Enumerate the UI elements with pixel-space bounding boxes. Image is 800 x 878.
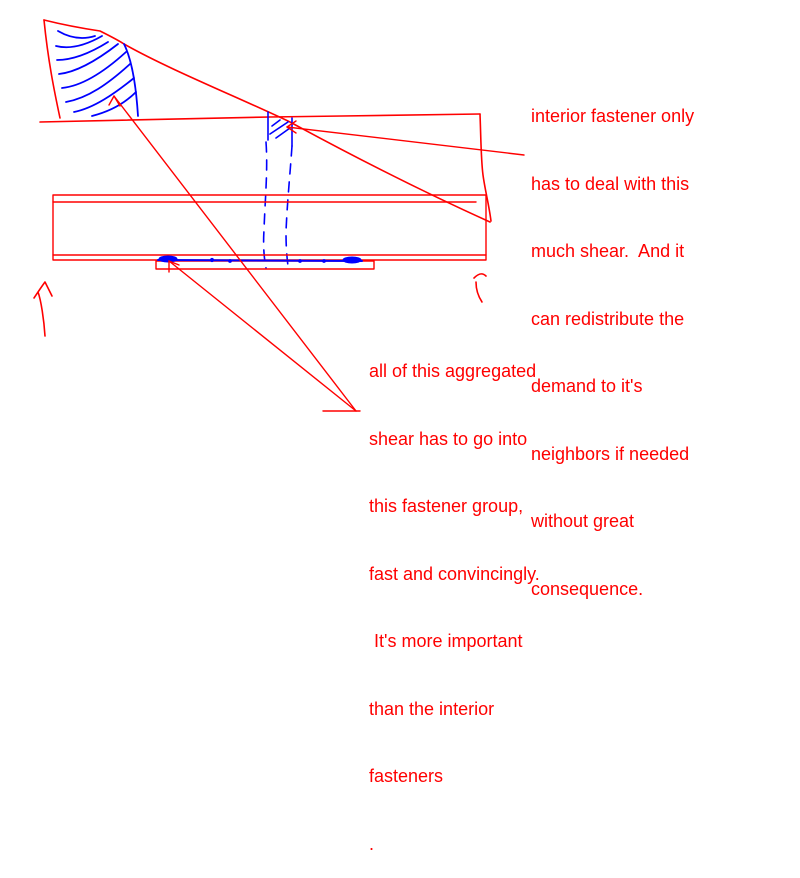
hatch-line [65, 63, 131, 103]
note-line: neighbors if needed [531, 443, 690, 464]
shear-diagram-top-edge [43, 19, 491, 223]
dashed-guide-left [262, 141, 268, 269]
leader-to-fastener-group-arrowhead [168, 260, 180, 273]
note-line: shear has to go into [369, 428, 528, 449]
hatch-boundary [123, 43, 139, 117]
fastener-dot [322, 259, 326, 263]
hatch-line [56, 41, 109, 61]
note-line: much shear. And it [531, 241, 685, 261]
slice-hatch [275, 127, 291, 139]
interior-shear-slice [262, 111, 293, 269]
note-line: all of this aggregated [369, 361, 537, 381]
note-line: It's more important [369, 631, 523, 651]
right-reaction-arrow [473, 273, 487, 303]
note-line: has to deal with this [531, 173, 690, 194]
left-reaction-arrow [33, 281, 53, 337]
note-line: demand to it's [531, 376, 643, 396]
hatch-line [73, 77, 135, 113]
note-line: without great [531, 511, 635, 531]
hatch-line [55, 35, 103, 49]
beam-outline [52, 194, 487, 261]
leader-to-shear-diagram [113, 95, 357, 412]
fastener-dot [298, 259, 302, 263]
fastener-line [157, 259, 363, 262]
note-line: . [369, 833, 375, 854]
hatch-line [57, 30, 96, 39]
fastener-dot [209, 257, 215, 263]
fastener-group-note: all of this aggregated shear has to go i… [369, 315, 649, 878]
beam [52, 194, 487, 270]
note-line: interior fastener only [531, 106, 695, 126]
shear-diagram-baseline [39, 113, 481, 123]
note-line: fast and convincingly. [369, 563, 540, 584]
shear-diagram-right-end [479, 113, 492, 222]
note-line: this fastener group, [369, 496, 524, 516]
hatch-line [61, 51, 127, 89]
support-reactions [33, 273, 487, 337]
leader-to-shear-diagram-arrowhead [108, 95, 121, 107]
leader-lines [108, 95, 525, 412]
dashed-guide-right [285, 145, 293, 267]
fastener-dot [228, 259, 232, 263]
slice-hatch [269, 121, 289, 135]
note-line: can redistribute the [531, 308, 685, 329]
leader-interior-fastener [286, 126, 525, 156]
shear-sketch-canvas [33, 19, 525, 412]
fastener-plate [155, 260, 375, 270]
leader-interior-fastener-arrowhead [286, 120, 297, 134]
fastener-marks [157, 255, 363, 264]
shear-diagram-left-edge [43, 19, 61, 119]
fastener-blob-right [342, 256, 362, 264]
hatch-line [58, 43, 119, 75]
leader-to-fastener-group [168, 260, 357, 412]
shear-hatching [55, 30, 139, 117]
shear-diagram-outline [39, 19, 492, 223]
slice-hatch [271, 119, 281, 127]
note-line: than the interior [369, 698, 495, 719]
note-line: fasteners [369, 766, 444, 786]
hatch-line [91, 91, 137, 117]
fastener-blob-left [158, 255, 178, 263]
